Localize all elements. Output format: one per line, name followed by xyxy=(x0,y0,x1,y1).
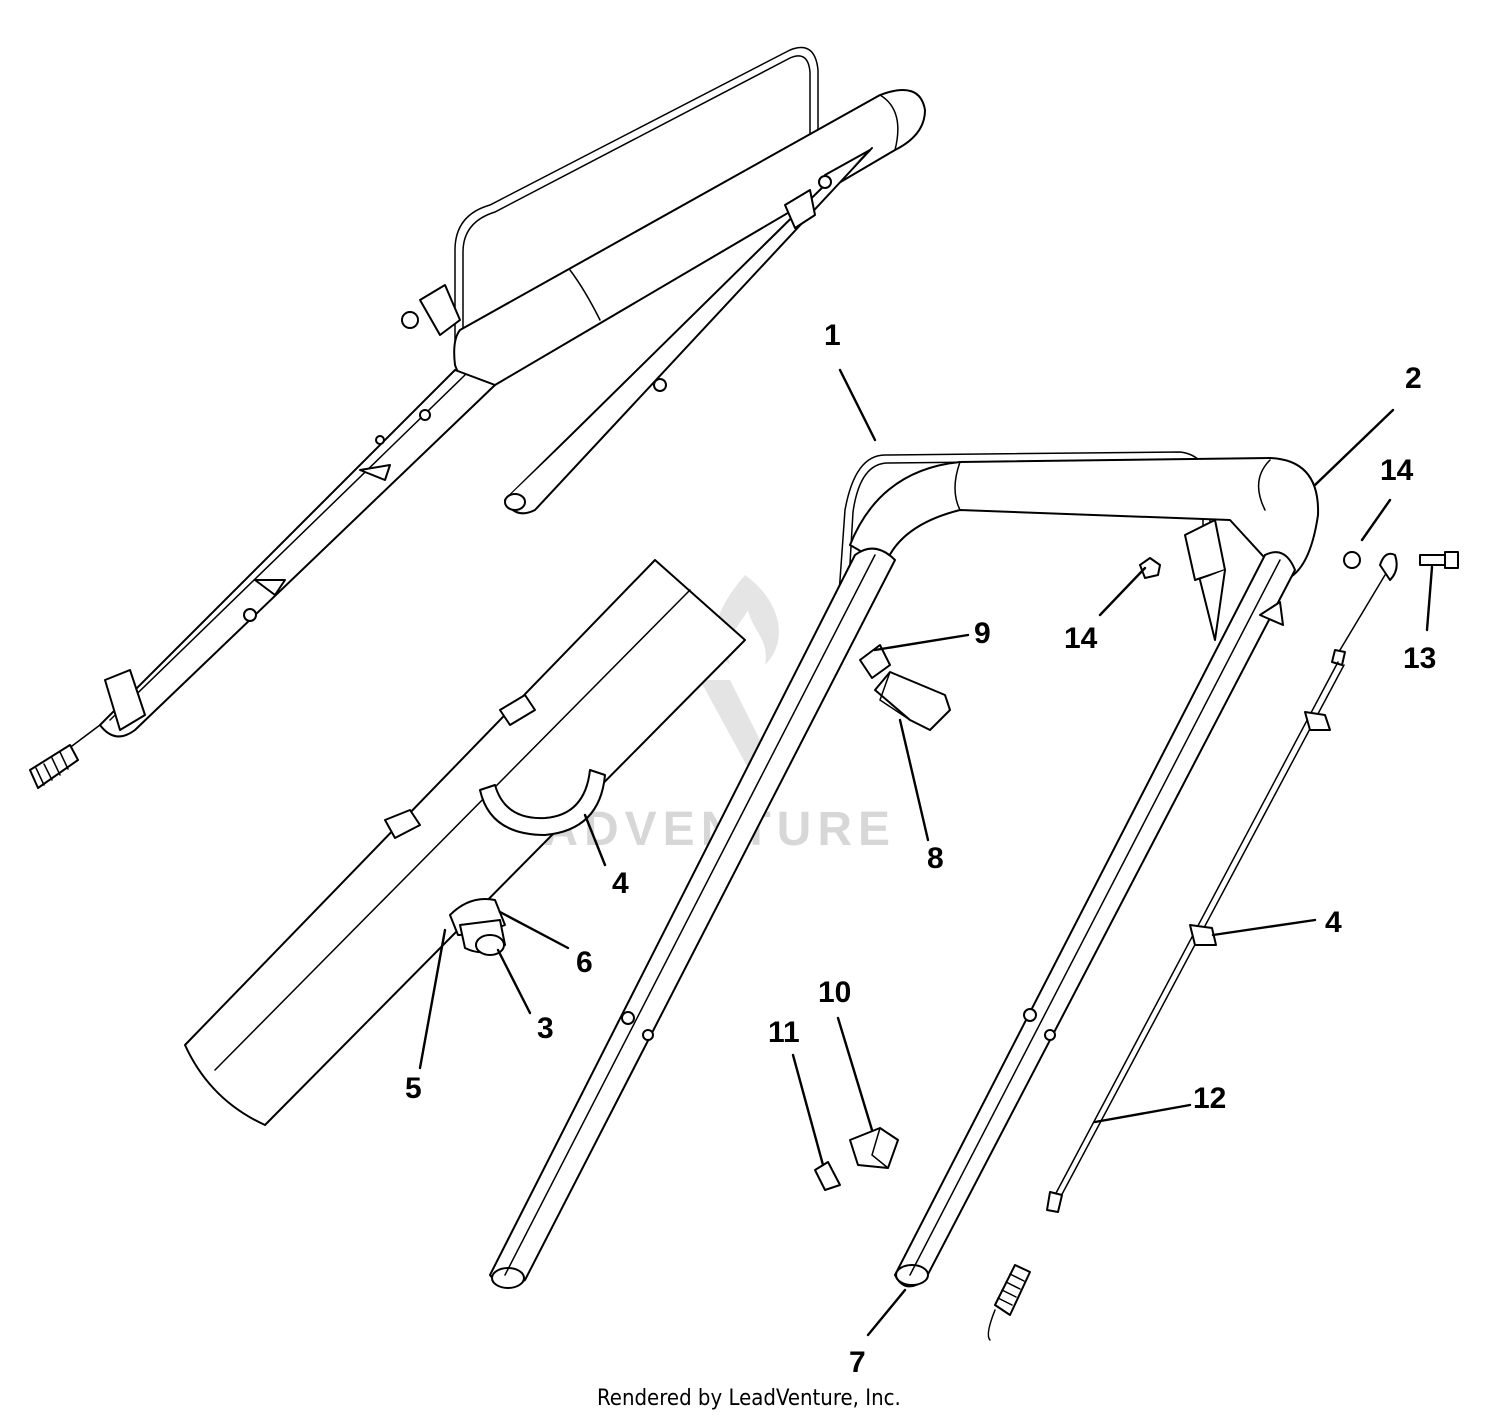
cable-spring-icon xyxy=(987,1264,1031,1341)
upper-bracket-left xyxy=(419,284,461,336)
callout-2: 2 xyxy=(1405,362,1422,395)
upper-lever-bracket xyxy=(104,669,146,731)
cable-end-eyelet xyxy=(1379,552,1398,581)
upper-handle-assembly xyxy=(29,46,926,789)
cable-clip-upper xyxy=(1304,711,1331,731)
main-handle-assembly xyxy=(489,451,1320,1289)
grip-clip-lower xyxy=(384,809,421,839)
leader-lines xyxy=(418,368,1434,1337)
main-bracket-right xyxy=(1184,519,1226,581)
grip-cover-tube xyxy=(184,559,746,1126)
callout-3: 3 xyxy=(537,1012,554,1045)
callout-7: 7 xyxy=(849,1346,866,1379)
grip-cover-assembly xyxy=(184,559,746,1126)
callouts: 1 2 3 4 4 5 6 7 8 9 10 11 12 13 14 14 xyxy=(405,319,1436,1379)
callout-4-left: 4 xyxy=(612,867,629,900)
clamp-band xyxy=(479,769,606,836)
main-right-leg xyxy=(894,551,1296,1288)
callout-11: 11 xyxy=(768,1016,800,1049)
upper-bracket-right xyxy=(784,189,816,229)
cable-clip-lower xyxy=(1189,924,1217,946)
callout-10: 10 xyxy=(818,976,851,1009)
callout-8: 8 xyxy=(927,842,944,875)
callout-6: 6 xyxy=(576,946,593,979)
callout-9: 9 xyxy=(974,617,991,650)
clip-part-9 xyxy=(859,644,891,679)
footer-credit: Rendered by LeadVenture, Inc. xyxy=(597,1386,901,1411)
upper-left-tube xyxy=(99,369,496,738)
callout-14-left: 14 xyxy=(1064,622,1098,655)
watermark-flame-icon xyxy=(715,575,779,665)
callout-1: 1 xyxy=(824,319,841,352)
control-cable xyxy=(987,551,1398,1341)
callout-5: 5 xyxy=(405,1072,422,1105)
callout-12: 12 xyxy=(1193,1082,1226,1115)
nut-left xyxy=(1139,557,1161,579)
main-grip-tube xyxy=(849,457,1320,581)
grip-clip-upper xyxy=(499,694,536,726)
clip-part-11 xyxy=(814,1161,841,1191)
callout-4-right: 4 xyxy=(1325,906,1342,939)
upper-bail-wire xyxy=(454,46,819,346)
upper-spring-icon xyxy=(29,744,79,789)
callout-13: 13 xyxy=(1403,642,1436,675)
callout-14-top: 14 xyxy=(1380,454,1414,487)
